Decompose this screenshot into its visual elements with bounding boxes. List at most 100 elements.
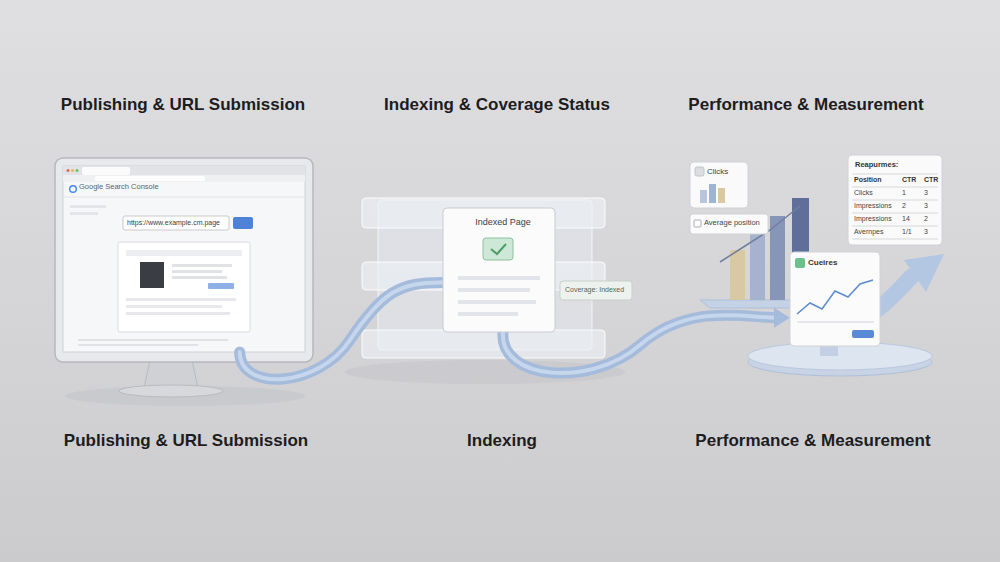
table-cell: Impressions [854,215,892,223]
mini-bar [709,184,716,203]
queries-chart-card: Cueires [790,252,880,346]
node-text: https://www.example.cm.page [127,219,220,227]
indexed-page-card: Indexed Page [443,208,563,332]
node-text: Coverage: Indexed [565,286,624,294]
card-line [458,288,530,292]
table-cell: CTR [902,176,916,184]
table-cell: Impressions [854,202,892,210]
ribbon-highlight [240,282,443,379]
preview-line [126,312,230,315]
ribbon-body [240,282,443,379]
table-rule [852,200,938,201]
glass-slab [362,330,605,358]
clicks-card: Clicks [690,162,748,208]
monitor-stand [144,360,198,388]
stage-heading: Performance & Measurement [695,431,930,451]
table-cell: Avernpes [854,228,883,236]
preview-line [172,264,232,267]
browser-addressbar [63,175,305,182]
inspect-button [233,217,253,229]
window-dot [71,169,74,172]
screen-line [78,344,198,346]
table-cell: CTR [924,176,938,184]
preview-line [172,276,227,279]
table-rule [852,213,938,214]
screen-line [78,339,228,341]
monitor-bezel [55,158,313,362]
growth-arrowhead [904,254,944,292]
table-cell: 1 [902,189,906,197]
stage-heading: Indexing [467,431,537,451]
sidebar-line [70,205,106,208]
preview-line [126,298,236,301]
browser-screen: Google Search Console https://www.example… [63,166,305,352]
chart-bar [730,250,745,300]
clicks-card-face [690,162,748,208]
flow-ribbon [240,282,443,379]
mini-bar [718,188,725,203]
chart-icon [795,258,805,268]
avgpos-card-face [690,214,768,234]
table-cell: Position [854,176,882,184]
table-cell: 3 [924,202,928,210]
check-mark [491,244,506,254]
sidebar-line [70,212,98,215]
table-rule [852,226,938,227]
table-cell: 14 [902,215,910,223]
divider [63,197,305,198]
preview-line [172,270,222,273]
clicks-icon [695,167,704,176]
table-card-face [848,155,942,245]
table-rule [852,187,938,188]
monitor-base [119,385,223,397]
table-rule [852,174,938,175]
google-icon [70,186,77,193]
node-text: Average position [704,219,760,228]
node-text: Reapurmes: [855,161,898,170]
browser-tabbar [63,166,305,175]
card-line [458,276,540,280]
preview-header [126,250,242,256]
average-position-card: Average position [690,214,768,234]
arrowhead [774,308,790,328]
stage-heading: Indexing & Coverage Status [384,95,610,115]
chart-axis [797,322,874,323]
chart-line [797,280,873,314]
node-text: Clicks [707,167,728,176]
stage-heading: Performance & Measurement [688,95,923,115]
chart-card-face [790,252,880,346]
table-cell: 3 [924,228,928,236]
stage-heading: Publishing & URL Submission [61,95,305,115]
table-cell: 2 [902,202,906,210]
checkbox [694,220,701,227]
mini-bar [700,190,707,203]
preview-button [208,283,234,289]
table-cell: 3 [924,189,928,197]
preview-line [126,305,222,308]
url-input [123,216,229,230]
coverage-chip: Coverage: Indexed [560,281,632,300]
floor-shadow [65,386,305,406]
table-rule [852,239,938,240]
node-text: Cueires [808,258,837,267]
node-text: Indexed Page [443,217,563,227]
chart-button [852,330,874,338]
address-field [95,176,205,181]
coverage-chip-face [560,281,632,300]
card-line [458,312,518,316]
table-cell: Clicks [854,189,873,197]
indexed-check-icon [483,238,513,260]
window-dot [76,169,79,172]
monitor-screen [63,166,305,352]
node-text: Google Search Console [79,183,159,192]
table-cell: 1/1 [902,228,912,236]
page-preview [118,242,250,332]
card-line [458,300,536,304]
metrics-table-card: Reapurmes:PositionCTRCTRClicks13Impressi… [848,155,942,245]
stage-heading: Publishing & URL Submission [64,431,308,451]
window-dot [67,169,70,172]
preview-image [140,262,164,288]
browser-tab [82,167,130,175]
